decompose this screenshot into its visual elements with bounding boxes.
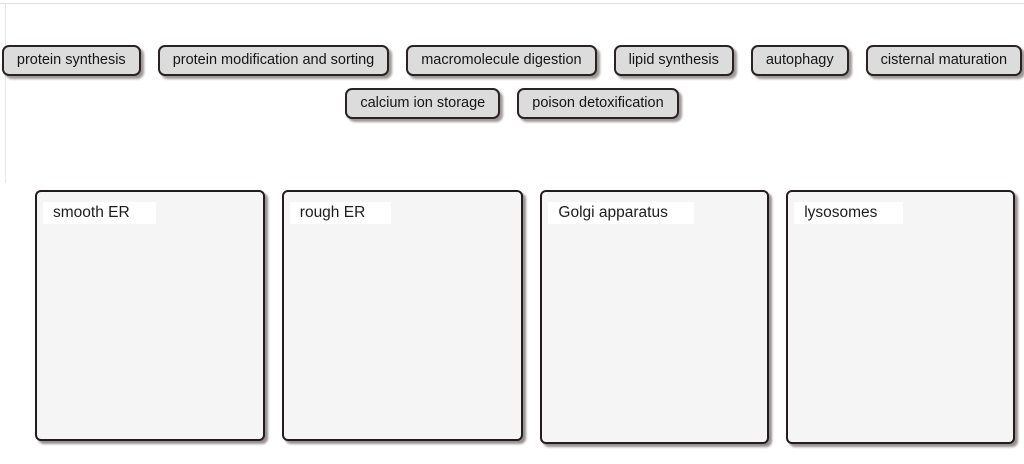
drop-zone-label-golgi-apparatus: Golgi apparatus (548, 202, 694, 224)
draggable-chip-macromolecule-digestion[interactable]: macromolecule digestion (406, 45, 597, 76)
drop-zone-golgi-apparatus[interactable]: Golgi apparatus (540, 190, 770, 444)
draggable-chip-lipid-synthesis[interactable]: lipid synthesis (613, 45, 734, 76)
draggable-chip-poison-detoxification[interactable]: poison detoxification (517, 88, 679, 119)
drop-zone-dropspace-smooth-er[interactable] (41, 228, 259, 435)
drop-zone-smooth-er[interactable]: smooth ER (35, 190, 265, 441)
draggable-chip-protein-synthesis[interactable]: protein synthesis (1, 45, 141, 76)
drop-zone-dropspace-rough-er[interactable] (288, 228, 518, 435)
drop-zone-dropspace-lysosomes[interactable] (792, 228, 1009, 438)
left-divider (5, 3, 6, 183)
drop-zone-label-smooth-er: smooth ER (43, 202, 156, 224)
drop-zone-lysosomes[interactable]: lysosomes (786, 190, 1015, 444)
drop-zone-label-lysosomes: lysosomes (794, 202, 904, 224)
draggable-chip-tray: protein synthesis protein modification a… (0, 45, 1024, 131)
draggable-chip-calcium-ion-storage[interactable]: calcium ion storage (345, 88, 501, 119)
drop-zone-label-rough-er: rough ER (289, 202, 392, 224)
drop-zone-dropspace-golgi-apparatus[interactable] (546, 228, 763, 438)
drop-zone-container: smooth ER rough ER Golgi apparatus lysos… (35, 190, 1015, 444)
draggable-chip-protein-modification-and-sorting[interactable]: protein modification and sorting (157, 45, 390, 76)
draggable-chip-autophagy[interactable]: autophagy (750, 45, 849, 76)
drop-zone-rough-er[interactable]: rough ER (281, 190, 524, 441)
draggable-chip-cisternal-maturation[interactable]: cisternal maturation (865, 45, 1023, 76)
top-divider (0, 3, 1024, 4)
chip-row-2: calcium ion storage poison detoxificatio… (0, 88, 1024, 119)
chip-row-1: protein synthesis protein modification a… (0, 45, 1024, 76)
